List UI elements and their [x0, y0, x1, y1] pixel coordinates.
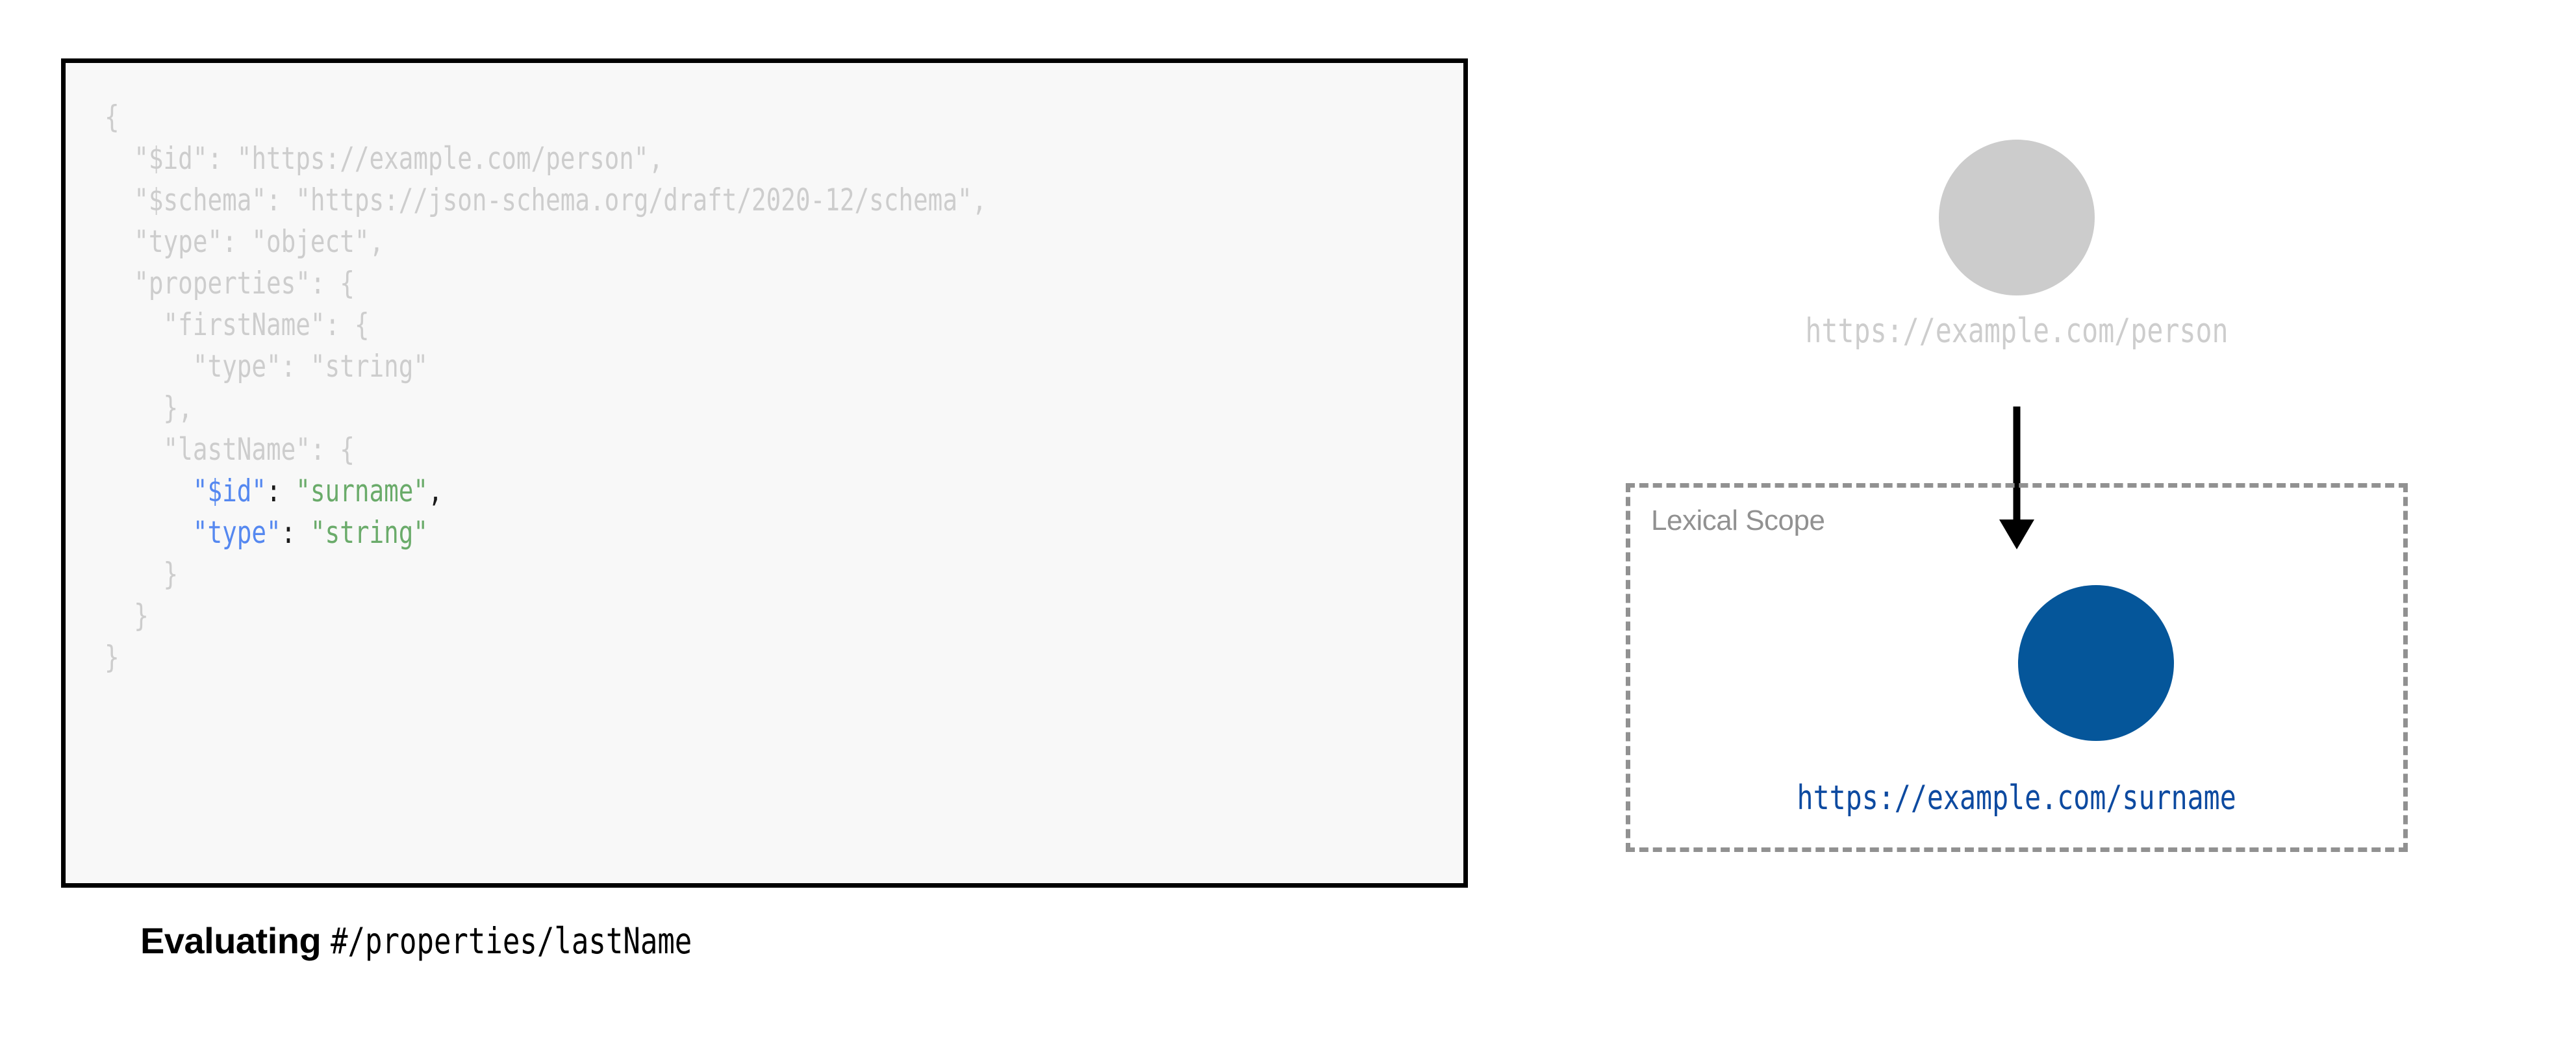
code-token-str: "surname": [296, 473, 429, 509]
code-indent: [105, 598, 134, 634]
code-token-dim: "type": "string": [192, 349, 429, 384]
outer-schema-node-circle: [1939, 140, 2095, 295]
code-line: {: [105, 97, 987, 138]
code-sample-box: { "$id": "https://example.com/person", "…: [61, 58, 1468, 888]
code-indent: [105, 266, 134, 301]
code-token-dim: "properties": {: [134, 266, 355, 301]
left-caption-pointer: #/properties/lastName: [331, 920, 692, 962]
code-token-key: "type": [192, 515, 281, 551]
code-token-str: "string": [310, 515, 429, 551]
code-line: "$schema": "https://json-schema.org/draf…: [105, 180, 987, 221]
lexical-scope-box: Lexical Scope https://example.com/surnam…: [1626, 483, 2408, 852]
code-line: }: [105, 554, 987, 595]
right-panel-scope-diagram: https://example.com/person Lexical Scope…: [1513, 0, 2576, 1039]
code-indent: [105, 473, 193, 509]
code-indent: [105, 307, 164, 343]
left-panel-schema-code: { "$id": "https://example.com/person", "…: [61, 58, 1468, 962]
json-schema-code-listing: { "$id": "https://example.com/person", "…: [105, 97, 987, 679]
code-line: "type": "string": [105, 512, 987, 554]
inner-schema-node-circle: [2018, 585, 2174, 741]
code-indent: [105, 182, 134, 218]
code-line: "lastName": {: [105, 429, 987, 471]
code-line: },: [105, 388, 987, 429]
scope-arrow-icon: [1999, 407, 2034, 549]
lexical-scope-box-label: Lexical Scope: [1651, 505, 1825, 536]
code-indent: [105, 557, 164, 592]
code-line: "$id": "surname",: [105, 471, 987, 512]
code-line: "type": "string": [105, 346, 987, 388]
inner-schema-node-label: https://example.com/surname: [1630, 779, 2403, 818]
code-token-key: "$id": [192, 473, 267, 509]
code-token-dim: }: [105, 640, 120, 675]
code-indent: [105, 390, 164, 426]
code-token-pun: ,: [428, 473, 443, 509]
code-token-dim: "$schema": "https://json-schema.org/draf…: [134, 182, 987, 218]
code-token-pun: :: [281, 515, 310, 551]
code-token-dim: "firstName": {: [163, 307, 370, 343]
code-indent: [105, 224, 134, 260]
code-line: "properties": {: [105, 263, 987, 305]
code-indent: [105, 141, 134, 177]
code-indent: [105, 349, 193, 384]
code-indent: [105, 432, 164, 468]
code-token-dim: "$id": "https://example.com/person",: [134, 141, 664, 177]
code-token-pun: :: [266, 473, 296, 509]
inner-schema-node-label-text: https://example.com/surname: [1797, 779, 2237, 818]
left-caption: Evaluating #/properties/lastName: [140, 920, 783, 962]
code-line: }: [105, 637, 987, 679]
left-caption-strong: Evaluating: [140, 920, 331, 961]
code-line: "firstName": {: [105, 305, 987, 346]
code-line: }: [105, 595, 987, 637]
code-token-dim: }: [134, 598, 149, 634]
code-line: "$id": "https://example.com/person",: [105, 138, 987, 180]
outer-schema-node-label-text: https://example.com/person: [1805, 312, 2229, 351]
code-token-dim: }: [163, 557, 179, 592]
code-token-dim: "lastName": {: [163, 432, 355, 468]
code-token-dim: {: [105, 99, 120, 135]
code-token-dim: "type": "object",: [134, 224, 385, 260]
code-line: "type": "object",: [105, 221, 987, 263]
outer-schema-node-label: https://example.com/person: [1513, 312, 2520, 351]
code-token-dim: },: [163, 390, 193, 426]
code-indent: [105, 515, 193, 551]
